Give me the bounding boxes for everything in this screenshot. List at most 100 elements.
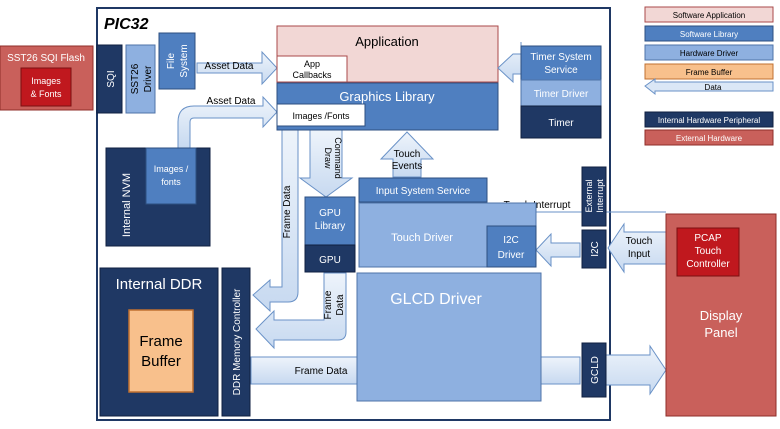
touch-interrupt-label: Touch Interrupt: [504, 200, 571, 211]
file-system-block: [158, 32, 196, 90]
sst26-flash-title: SST26 SQI Flash: [7, 53, 85, 64]
legend: Software Application Software Library Ha…: [644, 6, 774, 146]
frame-buffer-label-2: Buffer: [141, 353, 181, 370]
timer-label: Timer: [548, 118, 574, 129]
internal-nvm-label: Internal NVM: [121, 173, 133, 237]
asset-data-arrow-1: [196, 50, 278, 86]
timer-system-service-block: [520, 45, 602, 81]
legend-label-external-hardware: External Hardware: [676, 134, 743, 143]
legend-swatch-data: [644, 78, 774, 96]
draw-command-label-1: Draw: [323, 147, 333, 169]
touch-input-label-1: Touch: [626, 236, 653, 247]
external-interrupt-label-1: External: [584, 179, 594, 212]
glcd-driver-label: GLCD Driver: [390, 291, 482, 308]
glcd-to-gcld-arrow: [540, 356, 581, 385]
legend-label-software-library: Software Library: [680, 30, 738, 39]
frame-data-vertical-label: Frame Data: [282, 185, 293, 238]
gpu-block: [304, 244, 356, 273]
legend-swatch-hardware-driver: [644, 44, 774, 61]
input-system-service-label: Input System Service: [376, 186, 471, 197]
draw-command-label-2: Command: [333, 137, 343, 179]
pcap-label-3: Controller: [686, 259, 730, 270]
external-interrupt-block: [581, 166, 607, 227]
gcld-block: [581, 342, 607, 398]
touch-events-arrow: [379, 131, 435, 178]
file-system-label-2: System: [179, 44, 190, 77]
frame-data-vertical-arrow: [252, 127, 299, 313]
legend-label-software-application: Software Application: [673, 11, 746, 20]
file-system-label-1: File: [166, 53, 177, 70]
gpu-label: GPU: [319, 255, 341, 266]
input-system-service-block: [358, 177, 488, 203]
app-callbacks-box: [276, 55, 348, 83]
sqi-block: [96, 44, 123, 114]
display-panel-label-2: Panel: [704, 325, 737, 340]
asset-data-label-1: Asset Data: [205, 61, 254, 72]
ddr-memory-controller-label: DDR Memory Controller: [232, 288, 243, 395]
i2c-driver-label-2: Driver: [498, 250, 525, 261]
legend-label-data: Data: [705, 83, 722, 92]
pcap-touch-controller-block: [676, 227, 740, 277]
graphics-library-label: Graphics Library: [339, 89, 435, 104]
touch-input-arrow: [607, 222, 667, 274]
flash-images-fonts-box: [20, 67, 72, 107]
asset-data-label-2: Asset Data: [207, 96, 256, 107]
frame-data-stacked-label-2: Data: [335, 294, 346, 316]
timer-system-service-label-1: Timer System: [530, 52, 591, 63]
sst26-driver-block: [125, 44, 156, 114]
legend-label-internal-hardware-peripheral: Internal Hardware Peripheral: [658, 116, 760, 125]
touch-driver-label: Touch Driver: [391, 232, 453, 244]
i2c-peripheral-label: I2C: [590, 241, 601, 257]
nvm-images-fonts-box: [145, 147, 197, 205]
i2c-peripheral-block: [581, 229, 607, 269]
internal-ddr-label: Internal DDR: [116, 276, 203, 293]
graphics-images-fonts-label: Images /Fonts: [292, 111, 350, 121]
timer-driver-label: Timer Driver: [534, 89, 589, 100]
gpu-library-label-1: GPU: [319, 208, 341, 219]
graphics-images-fonts-box: [276, 103, 366, 127]
draw-command-arrow: [298, 129, 354, 198]
touch-input-label-2: Input: [628, 249, 650, 260]
asset-data-arrow-2: [177, 95, 278, 149]
legend-swatch-software-library: [644, 25, 774, 42]
sst26-driver-label-2: Driver: [143, 65, 154, 92]
glcd-driver-block: [356, 272, 542, 402]
legend-swatch-internal-hardware-peripheral: [644, 111, 774, 128]
timer-system-service-label-2: Service: [544, 65, 578, 76]
i2c-driver-block: [486, 225, 537, 268]
app-callbacks-label-2: Callbacks: [292, 70, 332, 80]
frame-data-stacked-label-1: Frame: [323, 290, 334, 319]
frame-buffer-block: [128, 309, 194, 393]
pcap-label-1: PCAP: [694, 233, 722, 244]
application-label: Application: [355, 34, 419, 49]
frame-buffer-label-1: Frame: [139, 333, 182, 350]
i2c-to-driver-arrow: [535, 232, 581, 268]
frame-data-bottom-label: Frame Data: [295, 366, 348, 377]
gcld-label: GCLD: [590, 356, 601, 384]
legend-label-hardware-driver: Hardware Driver: [680, 49, 739, 58]
ddr-memory-controller-block: [221, 267, 251, 417]
nvm-images-label: Images /: [154, 164, 189, 174]
nvm-fonts-label: fonts: [161, 177, 181, 187]
gpu-library-label-2: Library: [315, 221, 346, 232]
legend-swatch-external-hardware: [644, 129, 774, 146]
timer-block: [520, 105, 602, 139]
app-callbacks-label-1: App: [304, 59, 320, 69]
legend-swatch-frame-buffer: [644, 63, 774, 80]
legend-label-frame-buffer: Frame Buffer: [686, 68, 733, 77]
pic32-title: PIC32: [104, 16, 149, 33]
gcld-to-panel-arrow: [605, 344, 667, 396]
flash-fonts-label: & Fonts: [30, 89, 62, 99]
frame-data-stacked-arrow: [255, 272, 347, 350]
timer-driver-block: [520, 79, 602, 107]
flash-images-label: Images: [31, 76, 61, 86]
pcap-label-2: Touch: [695, 246, 722, 257]
gpu-library-block: [304, 196, 356, 246]
display-panel-label-1: Display: [700, 308, 743, 323]
timer-to-app-arrow: [497, 42, 522, 84]
sst26-driver-label-1: SST26: [130, 63, 141, 94]
touch-events-label-2: Events: [392, 161, 423, 172]
legend-swatch-software-application: [644, 6, 774, 23]
external-interrupt-label-2: Interrupt: [595, 179, 605, 213]
